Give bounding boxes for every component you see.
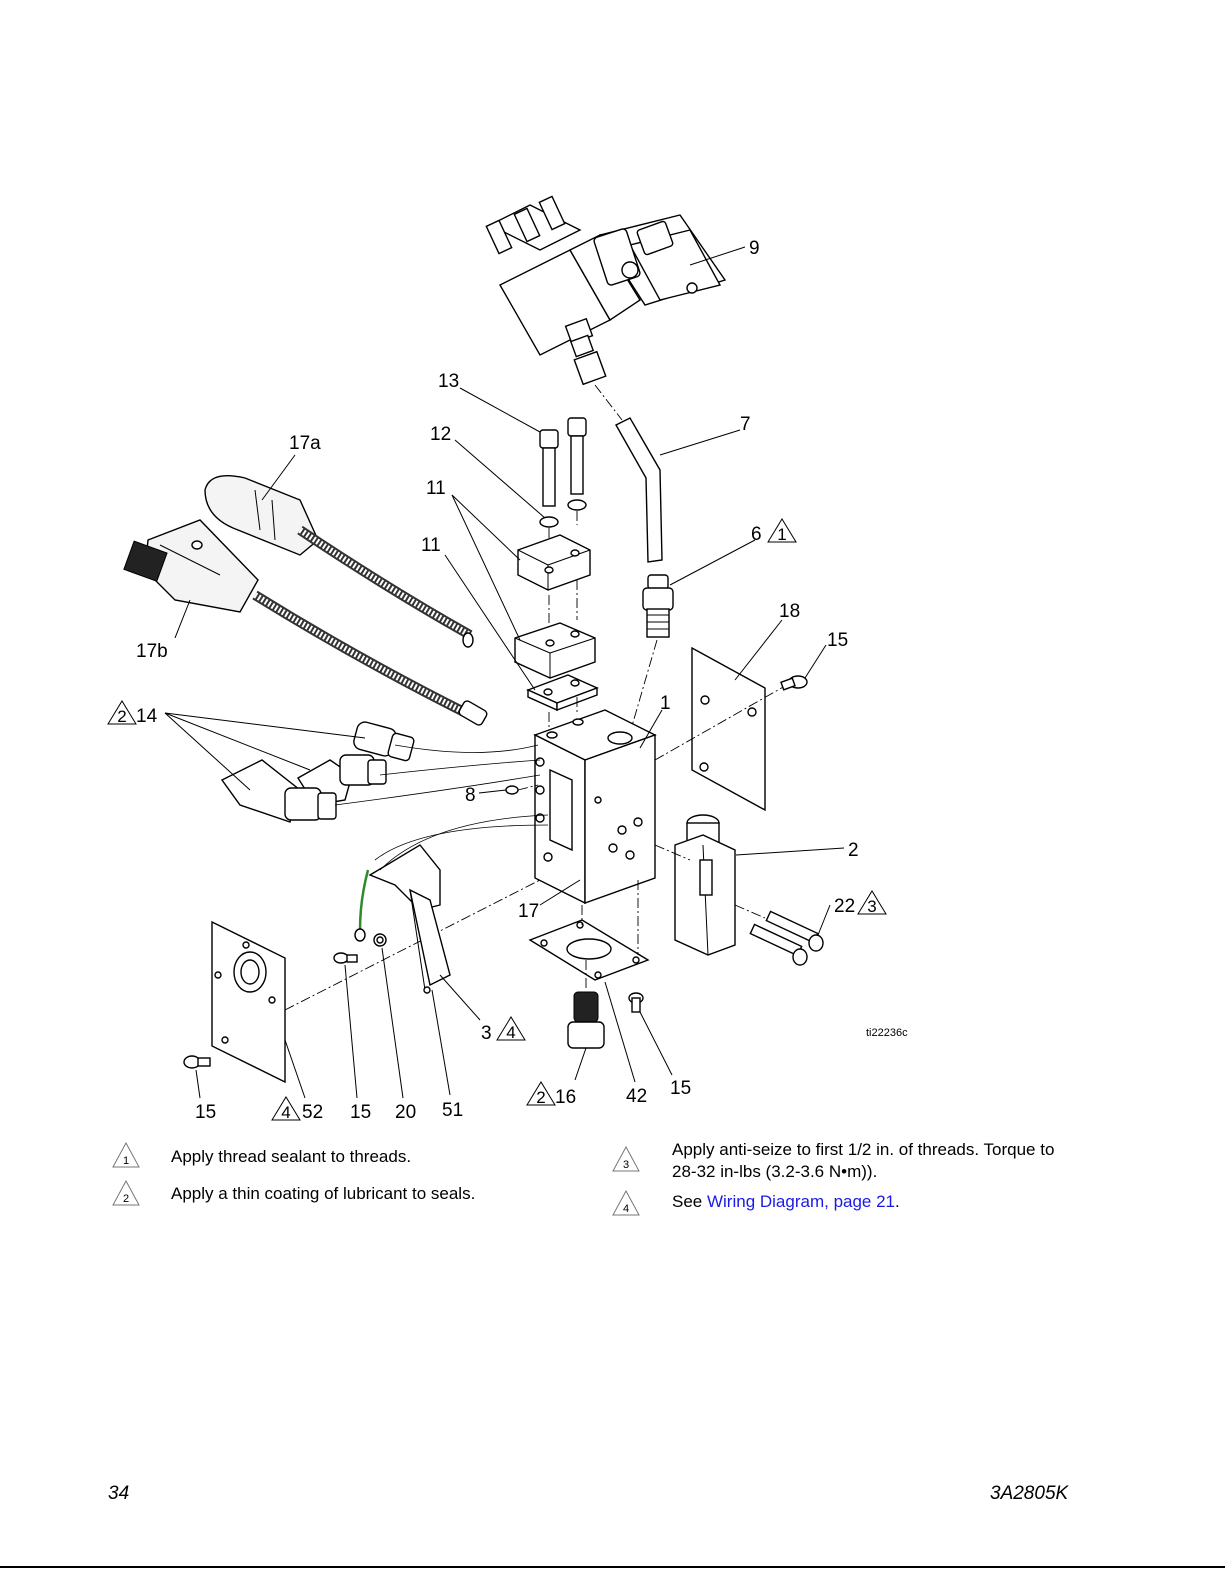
svg-text:3: 3 xyxy=(867,897,876,916)
sensor-part xyxy=(654,814,736,956)
sensor-screws-part xyxy=(734,904,824,966)
figure-id: ti22236c xyxy=(866,1027,908,1039)
note-triangle-14: 2 xyxy=(107,700,137,726)
note-marker-4: 4 xyxy=(612,1190,640,1216)
note-triangle-3: 4 xyxy=(496,1016,526,1042)
callout-20: 20 xyxy=(395,1102,416,1123)
note-2-text: Apply a thin coating of lubricant to sea… xyxy=(171,1184,476,1203)
svg-text:4: 4 xyxy=(623,1203,629,1215)
doc-number: 3A2805K xyxy=(990,1483,1069,1504)
callout-6: 6 xyxy=(751,524,762,545)
connector-cable-part xyxy=(123,475,488,726)
note-triangle-6: 1 xyxy=(767,518,797,544)
tube-part xyxy=(594,384,663,563)
note-3-text: Apply anti-seize to first 1/2 in. of thr… xyxy=(672,1140,1055,1181)
receptacle-plate-part xyxy=(211,879,541,1084)
svg-text:4: 4 xyxy=(281,1103,290,1122)
callout-42: 42 xyxy=(626,1086,647,1107)
callout-11: 11 xyxy=(426,478,446,499)
screws-part xyxy=(539,417,587,540)
seal-cartridge-part xyxy=(567,960,605,1049)
callout-51: 51 xyxy=(442,1100,463,1121)
callout-16: 16 xyxy=(555,1087,576,1108)
callout-15-left: 15 xyxy=(195,1102,216,1123)
callout-12: 12 xyxy=(430,424,451,445)
callout-18: 18 xyxy=(779,601,800,622)
callout-2: 2 xyxy=(848,840,859,861)
svg-text:4: 4 xyxy=(506,1023,515,1042)
svg-text:2: 2 xyxy=(536,1088,545,1107)
ground-wire-part xyxy=(183,814,549,1069)
callout-8: 8 xyxy=(465,785,476,806)
leader-lines xyxy=(164,246,845,1099)
bottom-screw-part xyxy=(628,992,644,1013)
callout-labels: 9 13 12 7 17a 11 11 6 18 15 17b 14 1 8 2… xyxy=(136,238,908,1123)
note-4-text: See Wiring Diagram, page 21. xyxy=(672,1192,900,1211)
page-number: 34 xyxy=(108,1483,130,1504)
note-triangle-22: 3 xyxy=(857,890,887,916)
svg-text:1: 1 xyxy=(777,525,786,544)
screw-part xyxy=(780,675,808,691)
clamp-blocks-part xyxy=(514,534,599,730)
solenoid-valve-part xyxy=(485,195,727,386)
svg-text:2: 2 xyxy=(117,707,126,726)
callout-3: 3 xyxy=(481,1023,492,1044)
callout-52: 52 xyxy=(302,1102,323,1123)
callout-15: 15 xyxy=(827,630,848,651)
fitting-part xyxy=(624,574,674,751)
callout-17b: 17b xyxy=(136,641,168,662)
svg-text:3: 3 xyxy=(623,1159,629,1171)
callout-22: 22 xyxy=(834,896,855,917)
callout-14: 14 xyxy=(136,706,158,727)
footer-rule xyxy=(0,1566,1225,1568)
plug-part xyxy=(505,784,539,795)
svg-text:1: 1 xyxy=(123,1155,129,1167)
callout-15-ground: 15 xyxy=(350,1102,371,1123)
callout-1: 1 xyxy=(660,693,671,714)
callout-17: 17 xyxy=(518,901,539,922)
cover-plate-part xyxy=(654,646,786,812)
note-1-text: Apply thread sealant to threads. xyxy=(171,1147,412,1166)
callout-13: 13 xyxy=(438,371,459,392)
bottom-plate-part xyxy=(528,880,650,981)
manifold-block-part xyxy=(533,709,657,905)
note-marker-1: 1 xyxy=(112,1142,140,1168)
note-triangle-16: 2 xyxy=(526,1081,556,1107)
note-marker-3: 3 xyxy=(612,1146,640,1172)
callout-17a: 17a xyxy=(289,433,321,454)
wiring-diagram-link[interactable]: Wiring Diagram, page 21 xyxy=(706,1192,896,1211)
note-marker-2: 2 xyxy=(112,1180,140,1206)
callout-7: 7 xyxy=(740,414,751,435)
note-triangle-52: 4 xyxy=(271,1096,301,1122)
elbow-fittings-part xyxy=(220,721,541,823)
callout-15-bottom: 15 xyxy=(670,1078,691,1099)
svg-text:2: 2 xyxy=(123,1193,129,1205)
callout-11-lower: 11 xyxy=(421,535,441,556)
callout-9: 9 xyxy=(749,238,760,259)
